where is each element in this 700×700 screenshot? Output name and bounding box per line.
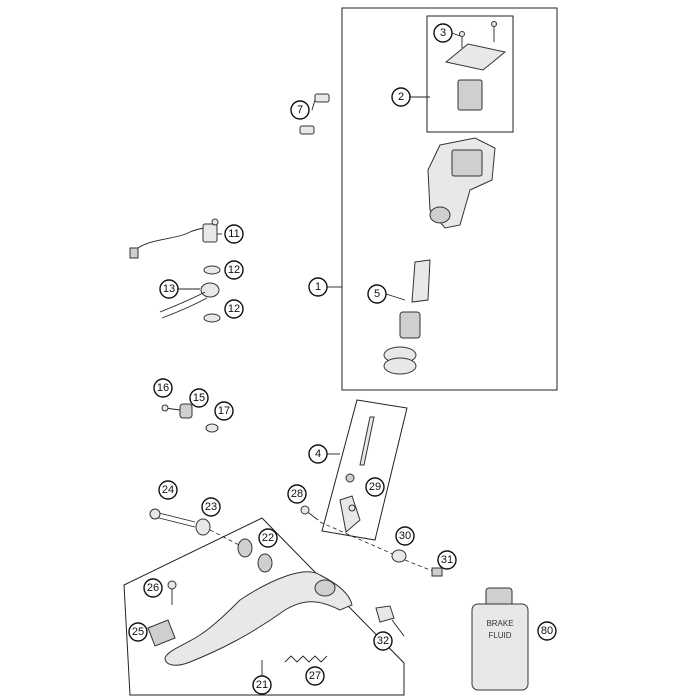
reservoir-cap-frame	[426, 15, 514, 133]
callout-27-label: 27	[309, 670, 321, 682]
callout-7: 7	[290, 100, 310, 120]
callout-17-label: 17	[218, 405, 230, 417]
callout-29: 29	[365, 477, 385, 497]
callout-3-label: 3	[440, 27, 446, 39]
push-rod-frame	[321, 399, 408, 541]
callout-22: 22	[258, 528, 278, 548]
brake-fluid-bottle-part: BRAKE FLUID	[471, 587, 529, 691]
brake-light-switch-part	[129, 218, 219, 259]
pedal-bushing-part	[237, 538, 273, 573]
bushing-part	[161, 403, 219, 433]
callout-30: 30	[395, 526, 415, 546]
callout-13-label: 13	[163, 283, 175, 295]
pivot-bolt-part	[149, 508, 246, 549]
callout-12-lower-label: 12	[228, 303, 240, 315]
callout-12-lower: 12	[224, 299, 244, 319]
callout-24-label: 24	[162, 484, 174, 496]
callout-1: 1	[308, 277, 328, 297]
master-cylinder-body-part	[427, 137, 496, 229]
screw-part	[299, 93, 330, 135]
callout-16-label: 16	[157, 382, 169, 394]
callout-12-upper-label: 12	[228, 264, 240, 276]
callout-31: 31	[437, 550, 457, 570]
callout-11: 11	[224, 224, 244, 244]
reservoir-cap-part	[444, 21, 507, 111]
bottle-label-line2: FLUID	[488, 631, 511, 640]
callout-4-label: 4	[315, 448, 321, 460]
push-rod-part	[339, 416, 375, 533]
callout-25-label: 25	[132, 626, 144, 638]
callout-22-label: 22	[262, 532, 274, 544]
callout-2: 2	[391, 87, 411, 107]
callout-5: 5	[367, 284, 387, 304]
callout-30-label: 30	[399, 530, 411, 542]
callout-21: 21	[252, 675, 272, 695]
callout-80-label: 80	[541, 625, 553, 637]
callout-21-label: 21	[256, 679, 268, 691]
callout-5-label: 5	[374, 288, 380, 300]
brake-pedal-part	[147, 571, 395, 666]
callout-17: 17	[214, 401, 234, 421]
piston-kit-part	[383, 259, 431, 375]
callout-24: 24	[158, 480, 178, 500]
callout-12-upper: 12	[224, 260, 244, 280]
callout-15-label: 15	[193, 392, 205, 404]
callout-15: 15	[189, 388, 209, 408]
callout-32: 32	[373, 631, 393, 651]
bottle-label-line1: BRAKE	[486, 619, 513, 628]
callout-4: 4	[308, 444, 328, 464]
callout-23-label: 23	[205, 501, 217, 513]
callout-7-label: 7	[297, 104, 303, 116]
callout-2-label: 2	[398, 91, 404, 103]
callout-31-label: 31	[441, 554, 453, 566]
callout-16: 16	[153, 378, 173, 398]
return-spring-part	[284, 655, 328, 663]
clevis-pin-part	[300, 505, 443, 577]
callout-32-label: 32	[377, 635, 389, 647]
callout-3: 3	[433, 23, 453, 43]
banjo-bolt-part	[159, 265, 221, 323]
callout-26-label: 26	[147, 582, 159, 594]
callout-28: 28	[287, 484, 307, 504]
callout-13: 13	[159, 279, 179, 299]
brake-pedal-frame	[123, 517, 405, 696]
callout-23: 23	[201, 497, 221, 517]
callout-26: 26	[143, 578, 163, 598]
callout-25: 25	[128, 622, 148, 642]
callout-27: 27	[305, 666, 325, 686]
callout-1-label: 1	[315, 281, 321, 293]
callout-11-label: 11	[228, 228, 239, 240]
master-cylinder-frame	[341, 7, 558, 391]
callout-80: 80	[537, 621, 557, 641]
callout-28-label: 28	[291, 488, 303, 500]
callout-29-label: 29	[369, 481, 381, 493]
